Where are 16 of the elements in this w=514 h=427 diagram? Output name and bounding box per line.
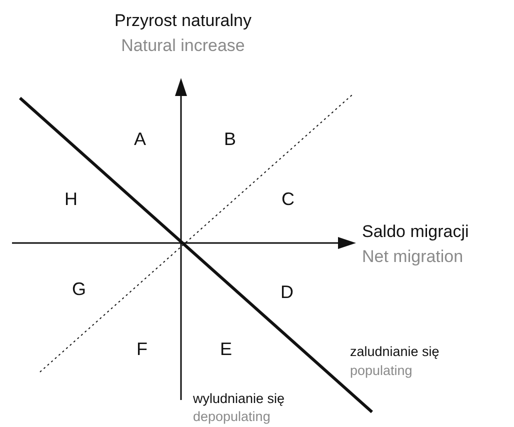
sector-letter: A — [134, 130, 146, 150]
sector-letter: H — [64, 190, 78, 210]
line-label: depopulating — [193, 410, 270, 425]
axis-title: Przyrost naturalny — [114, 12, 252, 31]
sector-letter: D — [280, 283, 294, 303]
sector-letter: F — [136, 340, 148, 360]
line-label: zaludnianie się — [350, 345, 440, 360]
sector-letter: C — [282, 190, 294, 210]
sector-letter: B — [224, 130, 236, 150]
axis-title-translation: Net migration — [362, 248, 464, 267]
axis-title: Saldo migracji — [362, 223, 469, 242]
line-label: wyludnianie się — [193, 392, 285, 407]
sector-letter: E — [220, 340, 232, 360]
axis-title-translation: Natural increase — [121, 37, 245, 56]
line-label: populating — [350, 364, 412, 379]
sector-letter: G — [72, 280, 86, 300]
